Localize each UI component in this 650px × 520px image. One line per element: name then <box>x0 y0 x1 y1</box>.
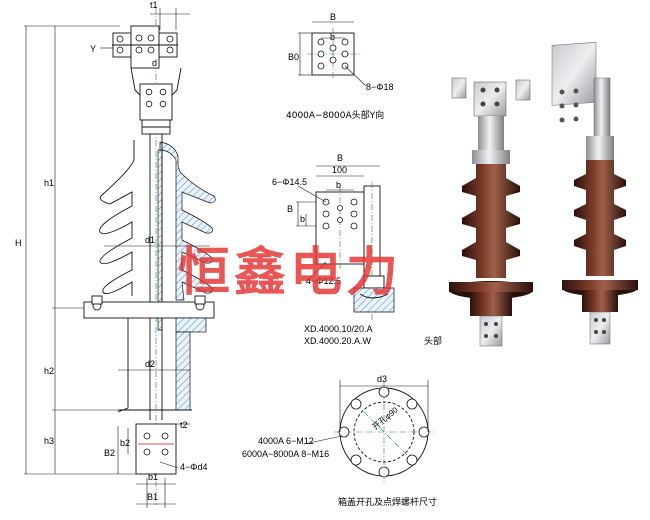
head-detail-label-b-side-small: b <box>300 214 305 224</box>
head-y-label-b0: B0 <box>288 52 299 62</box>
flange-spec-1: 4000A 6−M12 <box>258 436 314 446</box>
head-detail-label-b: B <box>337 153 343 163</box>
main-bushing-drawing <box>24 8 216 508</box>
label-d1: d1 <box>145 235 155 245</box>
label-b1-small: b1 <box>148 472 158 482</box>
head-y-label-b-small: b <box>330 32 335 42</box>
head-detail-caption-2: XD.4000.20.A.W <box>304 336 372 346</box>
head-detail-caption-suffix: 头部 <box>424 335 442 347</box>
label-b2-lower: b2 <box>120 438 130 448</box>
label-b1: B1 <box>147 492 158 502</box>
label-h3: h3 <box>44 436 54 446</box>
flange-caption: 箱盖开孔及点焊螺杆尺寸 <box>338 496 437 508</box>
label-b2-upper: B2 <box>104 448 115 458</box>
head-detail-label-b-small: b <box>336 180 341 190</box>
head-detail-caption-1: XD.4000.10/20.A <box>304 324 373 334</box>
label-y: Y <box>90 44 96 54</box>
head-detail-drawing <box>296 165 395 320</box>
head-y-view-drawing <box>298 21 367 87</box>
label-d: d <box>152 58 157 68</box>
head-y-caption: 4000A−8000A头部Y向 <box>286 109 384 121</box>
head-detail-label-holes-bottom: 4−Φ12.5 <box>306 276 341 286</box>
bushing-photo-2 <box>551 42 638 345</box>
head-y-label-b: B <box>330 12 336 22</box>
label-d2: d2 <box>145 359 155 369</box>
label-bottom-holes: 4−Φd4 <box>180 462 207 472</box>
head-y-label-holes: 8−Φ18 <box>366 82 393 92</box>
bushing-photo-1 <box>449 77 533 347</box>
label-h1: h1 <box>44 178 54 188</box>
label-h2: h2 <box>44 366 54 376</box>
flange-label-d3: d3 <box>377 374 387 384</box>
head-detail-label-holes-top: 6−Φ14.5 <box>272 177 307 187</box>
flange-label-open-hole: 开孔φ90 <box>371 405 400 432</box>
label-t1: t1 <box>150 0 158 10</box>
company-watermark: 恒鑫电力 <box>178 243 402 303</box>
head-detail-label-100: 100 <box>332 165 347 175</box>
label-t2: t2 <box>180 420 188 430</box>
flange-detail-drawing <box>303 380 434 482</box>
flange-spec-2: 6000A−8000A 8−M16 <box>242 449 329 459</box>
label-h: H <box>15 238 22 248</box>
head-detail-label-b-side: B <box>287 204 293 214</box>
